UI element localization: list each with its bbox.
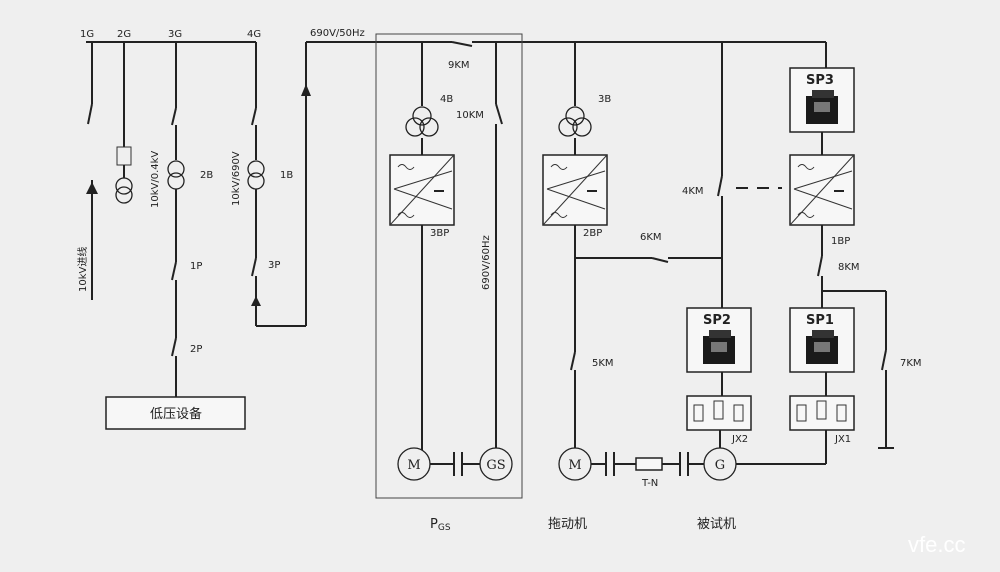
sp3-label: SP3: [806, 73, 834, 88]
motor-m-pgs-label: M: [407, 458, 420, 473]
generator-gs-label: GS: [486, 458, 505, 473]
watermark: vfe.cc: [908, 532, 965, 557]
generator-g-label: G: [715, 458, 725, 473]
switch-9km[interactable]: [451, 41, 473, 47]
lv-equipment-label: 低压设备: [150, 406, 202, 422]
left-feeder-section: [86, 41, 311, 430]
freq-label: 690V/60Hz: [481, 235, 492, 290]
t1b-label: 1B: [280, 170, 293, 181]
jx1-label: JX1: [834, 434, 851, 445]
caption-tested: 被试机: [697, 517, 736, 532]
bus-4g-label: 4G: [247, 29, 261, 40]
bus-3g-label: 3G: [168, 29, 182, 40]
t3b-label: 3B: [598, 94, 611, 105]
bus-2g-label: 2G: [117, 29, 131, 40]
t4b-label: 4B: [440, 94, 453, 105]
switch-2p-label: 2P: [190, 344, 202, 355]
switch-10km-label: 10KM: [456, 110, 484, 121]
bus-1g-label: 1G: [80, 29, 94, 40]
t2b-label: 2B: [200, 170, 213, 181]
converter-1bp-label: 1BP: [831, 236, 850, 247]
switch-7km-label: 7KM: [900, 358, 922, 369]
pgs-section: [375, 33, 523, 499]
caption-pgs: PGS: [430, 517, 451, 533]
converter-2bp-label: 2BP: [583, 228, 602, 239]
caption-drive: 拖动机: [548, 517, 587, 532]
switch-9km-label: 9KM: [448, 60, 470, 71]
switch-1p-label: 1P: [190, 261, 202, 272]
torque-sensor-label: T-N: [641, 478, 658, 489]
switch-6km-label: 6KM: [640, 232, 662, 243]
switch-5km-label: 5KM: [592, 358, 614, 369]
motor-m-drive-label: M: [568, 458, 581, 473]
sp2-label: SP2: [703, 313, 731, 328]
supply-label: 690V/50Hz: [310, 28, 365, 39]
tested-section: [686, 42, 894, 465]
jx2-label: JX2: [731, 434, 748, 445]
t1b-rating-label: 10kV/690V: [231, 151, 242, 206]
switch-3p-label: 3P: [268, 260, 280, 271]
switch-8km-label: 8KM: [838, 262, 860, 273]
converter-3bp-label: 3BP: [430, 228, 449, 239]
sp1-label: SP1: [806, 313, 834, 328]
switch-4km-label: 4KM: [682, 186, 704, 197]
incoming-feeder-label: 10kV进线: [76, 247, 89, 292]
t2b-rating-label: 10kV/0.4kV: [150, 151, 161, 208]
